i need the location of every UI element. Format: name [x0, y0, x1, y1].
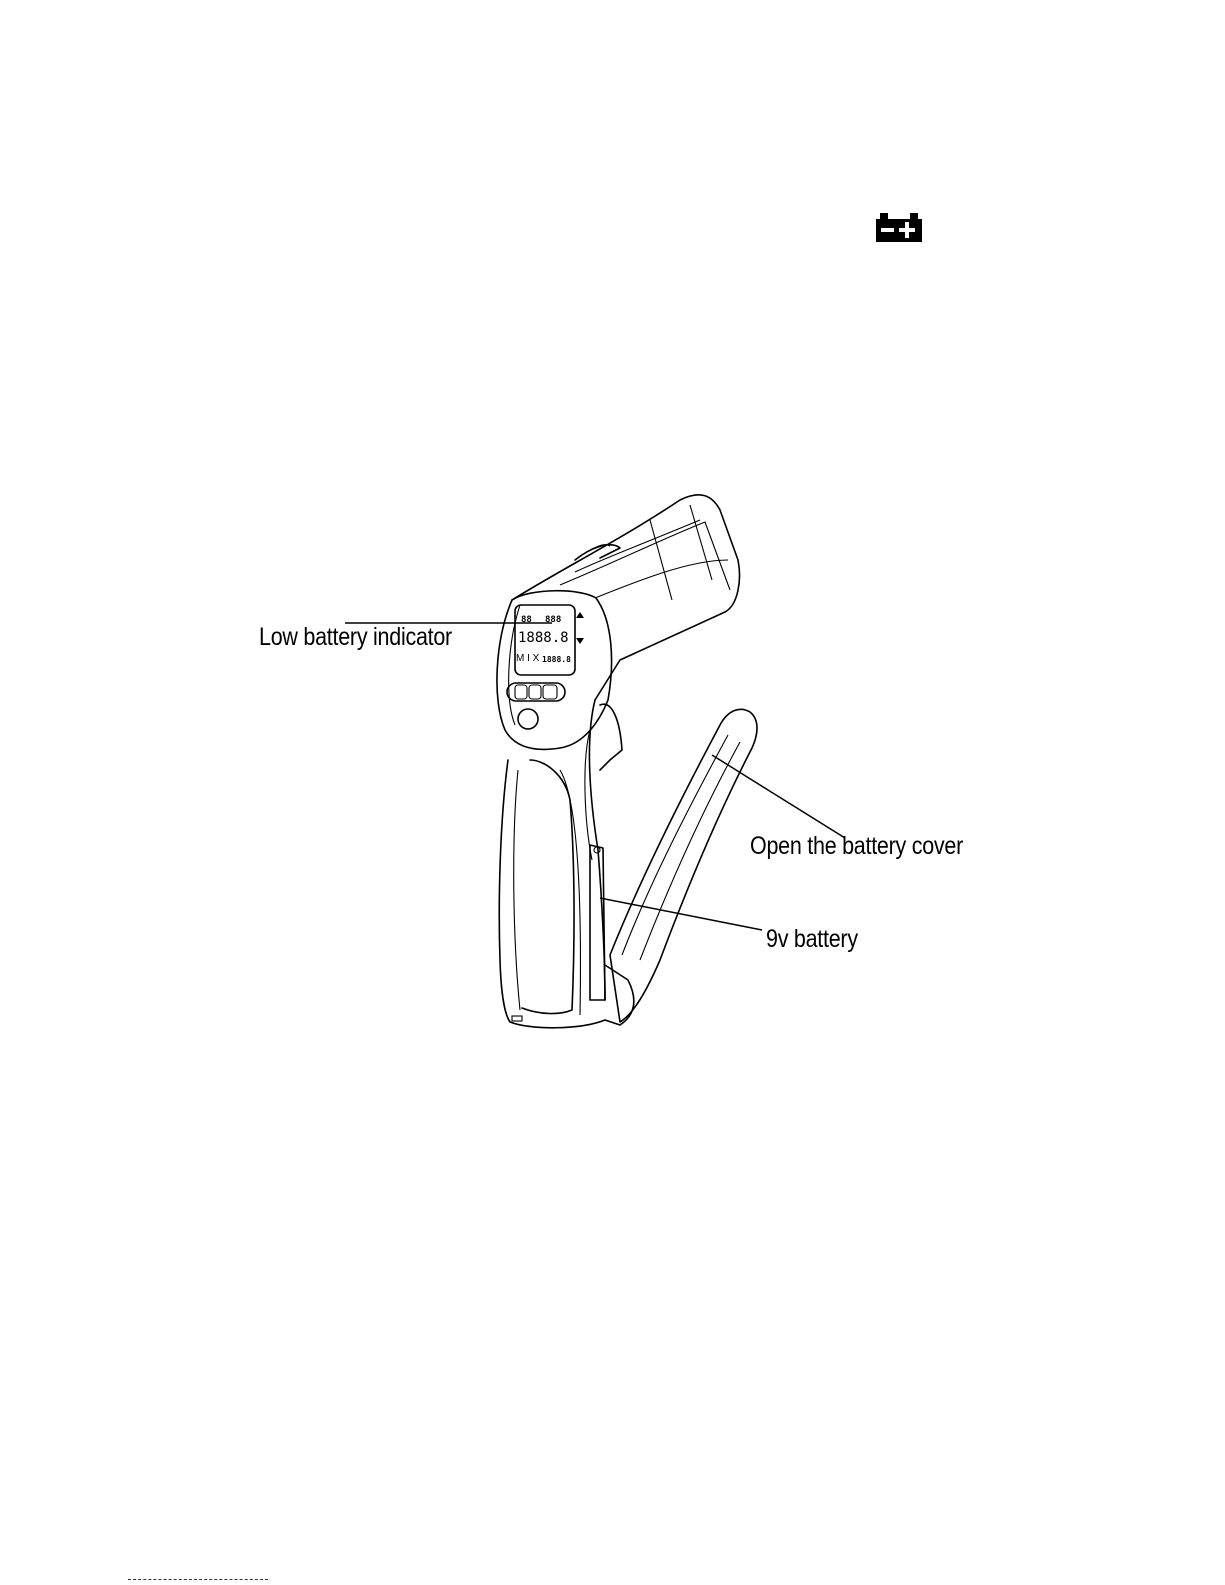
- key-right: [543, 685, 557, 699]
- label-9v-battery: 9v battery: [766, 925, 858, 954]
- lcd-up-arrow-icon: [576, 612, 584, 618]
- label-low-battery-indicator: Low battery indicator: [259, 623, 452, 652]
- key-left: [515, 685, 527, 699]
- lcd-mode-text: M I X: [516, 653, 540, 664]
- leader-9v-battery: [600, 898, 762, 930]
- footnote-rule: [128, 1579, 268, 1580]
- lcd-display: 88 888 1888.8 M I X 1888.8: [515, 605, 584, 675]
- thermometer-body: [497, 495, 740, 1028]
- lcd-sub-digits: 1888.8: [542, 655, 571, 664]
- lcd-down-arrow-icon: [576, 638, 584, 644]
- power-button: [518, 709, 538, 729]
- key-middle: [529, 685, 541, 699]
- battery-cover: [610, 709, 757, 1022]
- lcd-main-digits: 1888.8: [518, 630, 569, 646]
- label-open-battery-cover: Open the battery cover: [750, 832, 963, 861]
- battery-symbol-icon: [876, 213, 922, 242]
- keypad: [507, 683, 565, 729]
- leader-battery-cover: [712, 755, 845, 838]
